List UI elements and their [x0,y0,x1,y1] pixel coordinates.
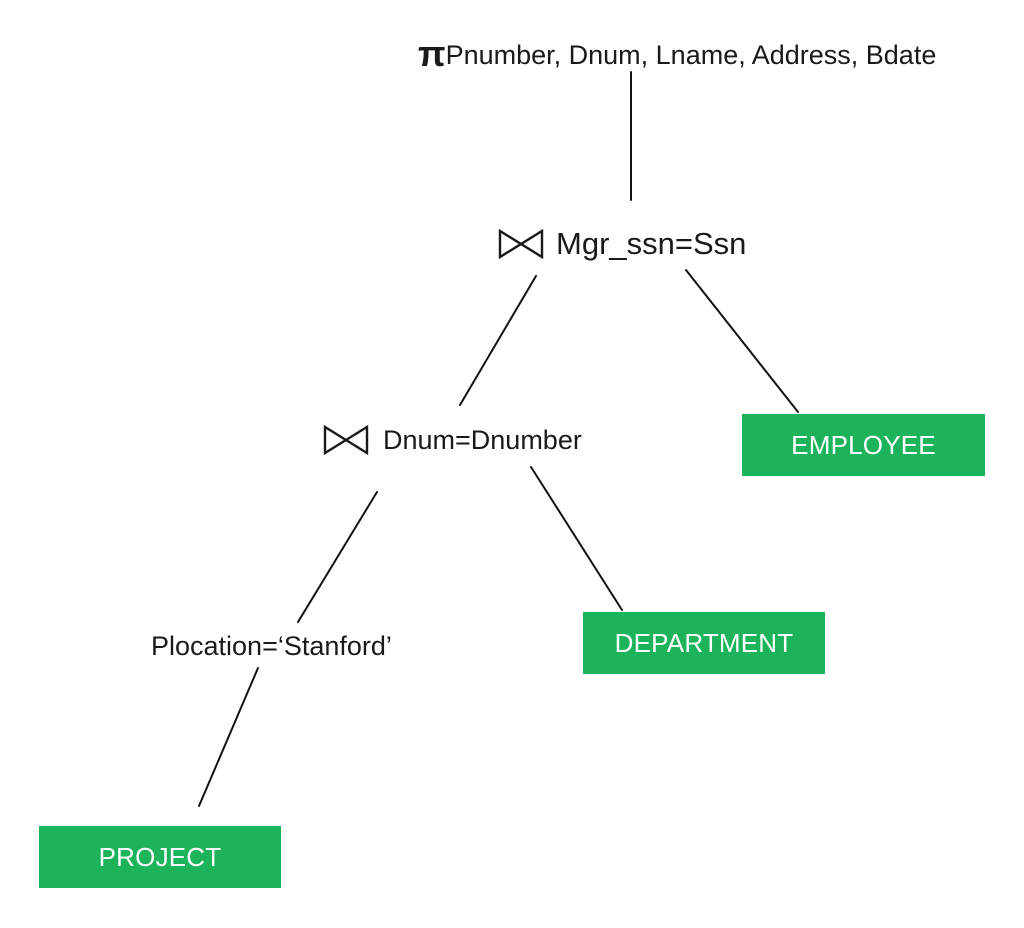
projection-symbol: π [418,33,446,74]
edge-join-top-to-employee [685,269,799,413]
relation-project-label: PROJECT [98,841,222,872]
relation-department-label: DEPARTMENT [614,627,794,658]
relation-employee-label: EMPLOYEE [791,429,936,460]
edge-join-top-to-join-bottom [459,275,537,406]
edge-join-bottom-to-department [530,466,623,611]
bowtie-join-icon [323,425,369,455]
relation-department: DEPARTMENT [583,612,825,674]
join-bottom-node: Dnum=Dnumber [323,425,582,455]
bowtie-join-icon [498,228,544,259]
selection-condition: Plocation=‘Stanford’ [151,631,392,661]
projection-attributes: Pnumber, Dnum, Lname, Address, Bdate [445,40,937,70]
join-top-node: Mgr_ssn=Ssn [498,226,746,259]
join-top-condition: Mgr_ssn=Ssn [556,226,747,262]
edge-selection-to-project [198,667,259,807]
projection-node: πPnumber, Dnum, Lname, Address, Bdate [418,36,936,72]
relation-project: PROJECT [39,826,281,888]
relation-employee: EMPLOYEE [742,414,985,476]
join-bottom-condition: Dnum=Dnumber [383,424,582,455]
edge-join-bottom-to-selection [297,491,378,623]
selection-node: Plocation=‘Stanford’ [151,633,392,660]
